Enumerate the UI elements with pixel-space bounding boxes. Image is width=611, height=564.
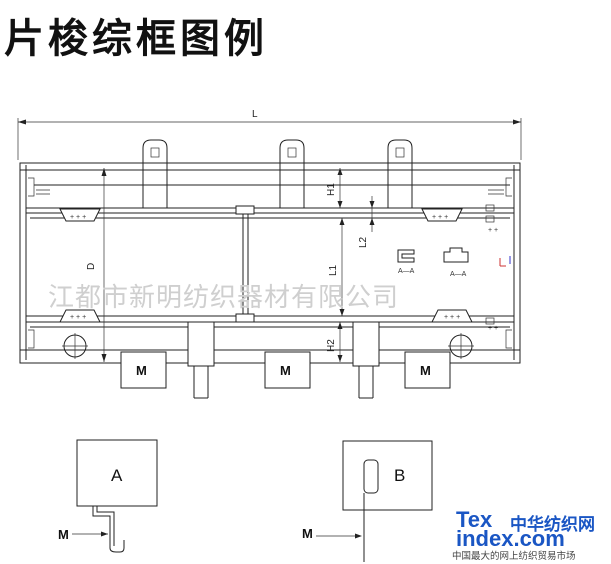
top-hook-1 (142, 139, 168, 208)
svg-text:A—A: A—A (398, 268, 415, 275)
detail-a-label: A (111, 466, 123, 485)
section-aa-1: A—A (397, 249, 415, 275)
frame-body: + + + + + + + + + + + + + + + + (19, 162, 521, 364)
dim-label-L2: L2 (358, 236, 369, 248)
dimension-D: D (86, 168, 107, 362)
lower-shaft-2 (352, 321, 380, 399)
svg-text:+ + +: + + + (70, 214, 86, 221)
svg-text:+ + +: + + + (444, 314, 460, 321)
detail-b-label: B (394, 466, 405, 485)
logo-slogan: 中国最大的网上纺织贸易市场 (452, 550, 576, 562)
svg-text:+ + +: + + + (432, 214, 448, 221)
site-logo[interactable]: Tex index.com 中华纺织网 中国最大的网上纺织贸易市场 (452, 507, 595, 562)
dimension-H2: H2 (326, 322, 343, 362)
svg-text:+ + +: + + + (70, 314, 86, 321)
axis-mark-icon (499, 256, 511, 267)
dim-label-D: D (86, 263, 97, 270)
dim-label-H2: H2 (326, 339, 337, 352)
detail-b: B M (302, 440, 433, 562)
motor-box-1: M (120, 351, 167, 389)
detail-b-pointer: M (302, 526, 313, 541)
watermark-text: 江都市新明纺织器材有限公司 (48, 283, 399, 313)
dimension-L: L (17, 109, 522, 160)
logo-cn-name: 中华纺织网 (510, 514, 595, 535)
logo-index: index.com (456, 526, 565, 551)
section-aa-2: A—A (443, 247, 469, 278)
svg-text:+ +: + + (488, 325, 498, 332)
lower-shaft-1 (187, 321, 215, 399)
motor-label-1: M (136, 363, 147, 378)
top-hook-2 (279, 139, 305, 208)
dimension-L2: L2 (358, 196, 375, 248)
motor-box-3: M (404, 351, 451, 389)
motor-label-3: M (420, 363, 431, 378)
dim-label-L: L (252, 109, 258, 120)
detail-a-pointer: M (58, 527, 69, 542)
top-hook-3 (387, 139, 413, 208)
dimension-H1: H1 (326, 168, 343, 208)
dim-label-L1: L1 (328, 264, 339, 276)
dimension-L1: L1 (328, 218, 345, 316)
detail-a: A M (58, 439, 158, 553)
motor-box-2: M (264, 351, 311, 389)
svg-text:A—A: A—A (450, 271, 467, 278)
logo-tex: Tex (456, 507, 493, 532)
svg-text:+ +: + + (488, 227, 498, 234)
page-title: 片梭综框图例 (4, 15, 268, 62)
dim-label-H1: H1 (326, 183, 337, 196)
motor-label-2: M (280, 363, 291, 378)
